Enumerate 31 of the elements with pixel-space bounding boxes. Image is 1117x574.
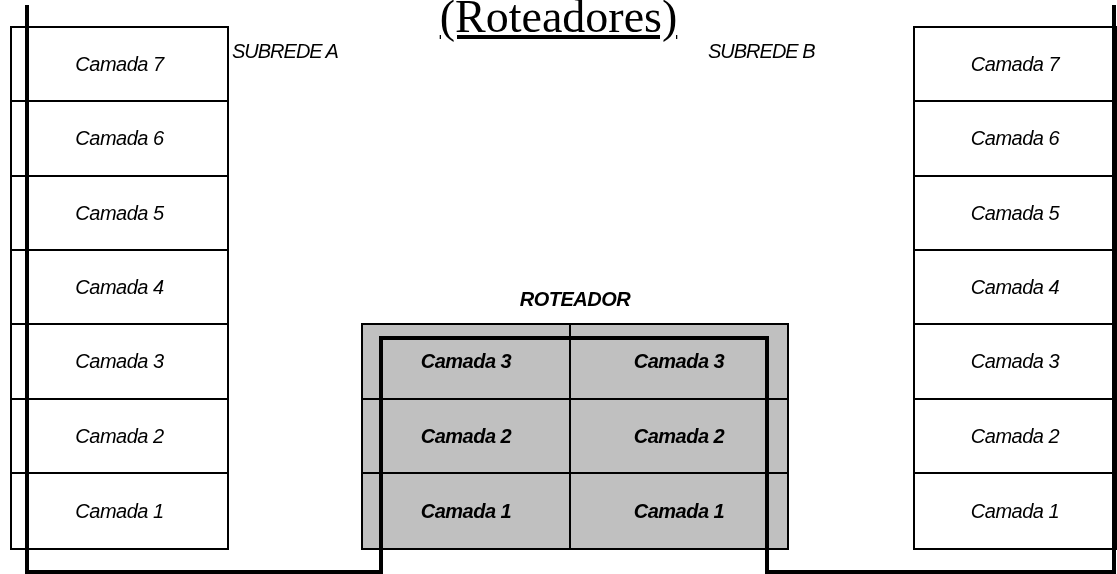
layer-box: Camada 1	[10, 472, 229, 550]
router-layer-box: Camada 3	[569, 323, 789, 400]
connector-line	[379, 350, 383, 472]
connector-line	[25, 550, 383, 574]
layer-box: Camada 2	[913, 398, 1117, 474]
router-layer-box: Camada 3	[361, 323, 571, 400]
layer-box: Camada 4	[913, 249, 1117, 325]
layer-box: Camada 5	[913, 175, 1117, 251]
layer-box: Camada 6	[913, 100, 1117, 177]
subnet-label: SUBREDE B	[708, 40, 815, 63]
layer-box: Camada 3	[10, 323, 229, 400]
router-layer-box: Camada 1	[361, 472, 571, 550]
layer-box: Camada 5	[10, 175, 229, 251]
connector-line	[765, 350, 769, 472]
layer-box: Camada 4	[10, 249, 229, 325]
layer-box: Camada 3	[913, 323, 1117, 400]
layer-box: Camada 1	[913, 472, 1117, 550]
layer-box: Camada 7	[913, 26, 1117, 102]
router-layer-box: Camada 2	[569, 398, 789, 474]
connector-line	[765, 472, 769, 548]
title: (Roteadores)	[438, 0, 679, 43]
connector-line	[379, 472, 383, 548]
router-heading: ROTEADOR	[518, 288, 632, 311]
router-layer-box: Camada 1	[569, 472, 789, 550]
layer-box: Camada 6	[10, 100, 229, 177]
subnet-label: SUBREDE A	[232, 40, 338, 63]
layer-box: Camada 2	[10, 398, 229, 474]
connector-line	[765, 550, 1116, 574]
connector-line	[379, 336, 769, 350]
router-layer-box: Camada 2	[361, 398, 571, 474]
layer-box: Camada 7	[10, 26, 229, 102]
